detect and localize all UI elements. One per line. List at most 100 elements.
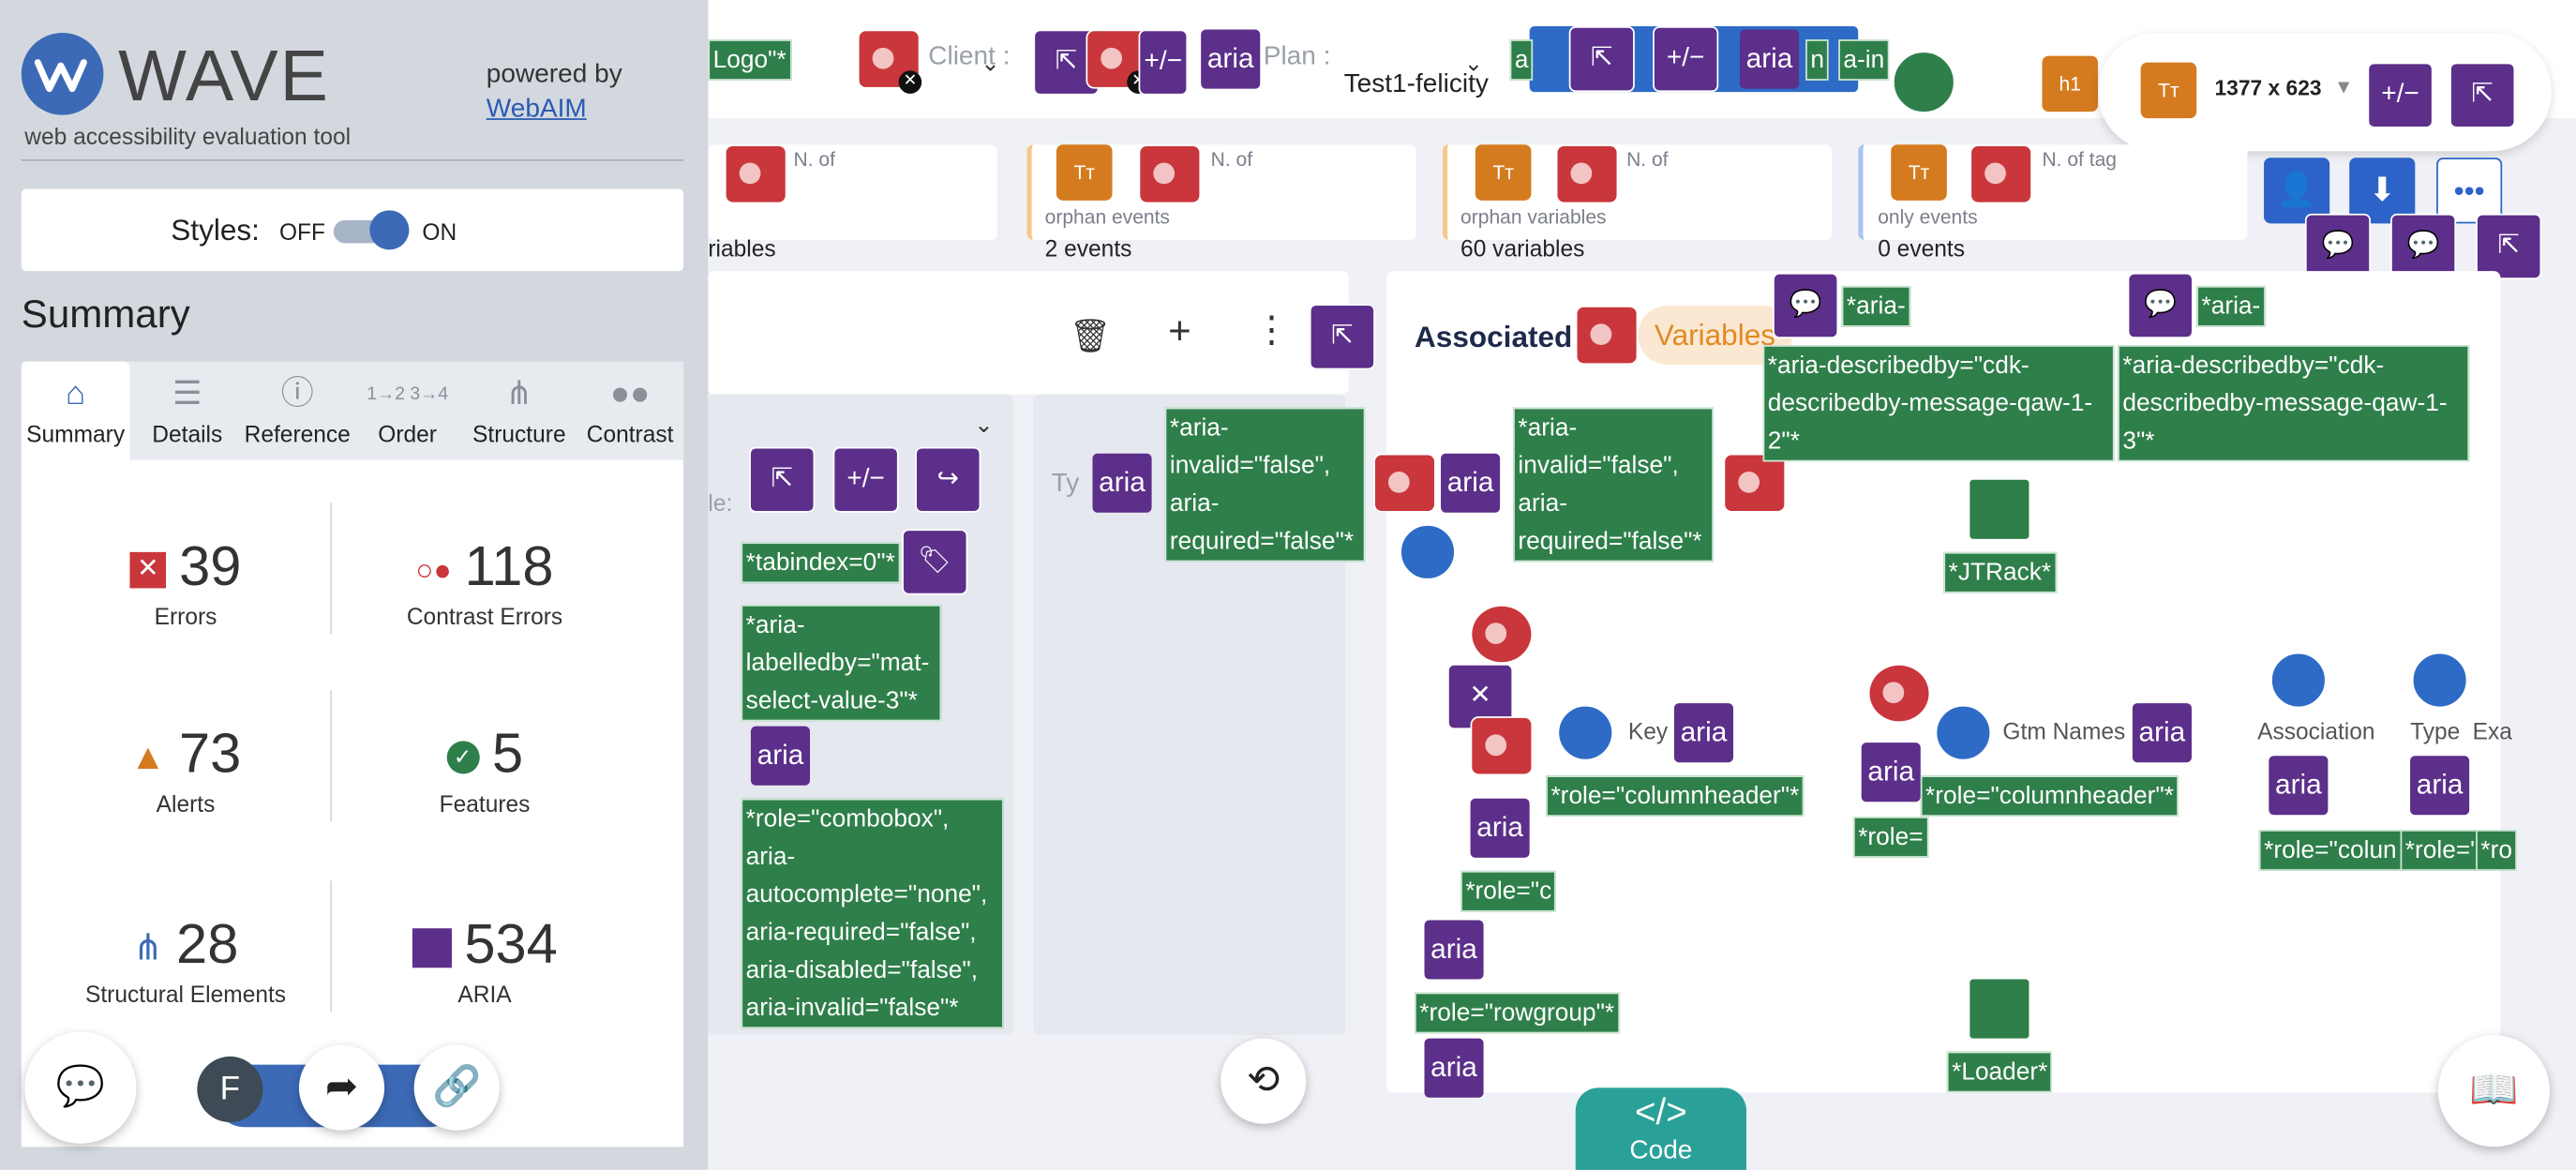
more-button[interactable]: ••• [2436,158,2503,224]
col-key: Key [1627,717,1669,744]
image-icon [1966,976,2032,1042]
aria-icon: aria [2132,703,2192,763]
code-button[interactable]: </> Code [1575,1088,1747,1170]
stat-value: 2 events [1044,234,1132,262]
book-button[interactable]: 📖 [2437,1035,2551,1148]
client-chevron-icon[interactable]: ⌄ [981,49,1000,76]
tab-label: Contrast [586,420,674,447]
plan-value[interactable]: Test1-felicity [1343,70,1489,99]
contrast-icon: ●● [609,376,651,412]
type-label: Ty [1051,470,1080,499]
list-icon: ☰ [172,376,202,412]
add-icon[interactable]: + [1168,308,1191,353]
h1-icon: h1 [2042,55,2099,112]
add-user-button[interactable]: 👤 [2264,158,2330,224]
plan-label: Plan : [1263,42,1331,71]
kebab-icon[interactable]: ⋮ [1253,308,1290,351]
stat-top: N. of tag [2042,147,2117,172]
tab-order[interactable]: 1→2 3→4 Order [353,362,462,460]
aria-icon: aria [1740,29,1800,89]
aria-icon: aria [1424,1038,1484,1098]
styles-toggle-box: Styles: OFF ON [21,188,684,272]
chevron-down-icon[interactable]: ⌄ [974,411,994,438]
viewport-chevron-icon[interactable]: ▾ [2337,72,2350,99]
combobox-tag: *role="combobox", aria-autocomplete="non… [741,798,1004,1029]
stat-alerts[interactable]: ▲73 Alerts [37,723,333,817]
tag-error-icon [1723,453,1787,513]
stat-value: riables [708,234,776,262]
stat-contrast-errors[interactable]: ○●118 Contrast Errors [337,535,632,629]
associated-title: Associated [1414,320,1573,353]
client-label: Client : [928,42,1011,71]
tag-error-icon [1470,716,1534,776]
col-type: Type [2410,717,2461,744]
text-size-icon: Tт [2140,62,2197,119]
expand-icon: +/− [1653,26,1719,93]
tab-contrast[interactable]: ●● Contrast [577,362,683,460]
tab-summary[interactable]: ⌂ Summary [21,361,130,460]
avatar[interactable]: F [197,1056,263,1123]
tab-label: Reference [244,420,351,447]
tag-error-icon [1373,453,1436,513]
stat-value: 534 [464,913,558,977]
stat-value: 73 [178,723,242,786]
comment-icon: 💬 [2304,213,2372,279]
styles-on-label: ON [422,218,457,246]
stat-features[interactable]: ✓5 Features [337,723,632,817]
left-panel [708,271,1349,395]
header-tag-n: n [1805,39,1830,81]
table-error-icon [1470,604,1534,665]
reload-icon[interactable]: ⟲ [1221,1038,1307,1124]
link-icon: ⇱ [1309,304,1375,370]
summary-heading: Summary [21,292,190,338]
tab-reference[interactable]: ⓘ Reference [242,362,353,460]
stat-value: 5 [491,723,524,786]
stat-value: 118 [464,535,554,598]
table-icon [1933,703,1993,763]
delete-icon[interactable]: 🗑 [1069,319,1112,355]
plan-chevron-icon[interactable]: ⌄ [1463,49,1484,76]
describedby-tag: *aria-describedby="cdk-describedby-messa… [1762,345,2115,462]
divider [21,159,684,161]
table-error-icon [1867,664,1931,724]
stat-errors[interactable]: ✕39 Errors [37,535,333,629]
tab-structure[interactable]: ⋔ Structure [461,362,577,460]
redirect-icon: ↪ [915,446,981,513]
divider [330,690,333,822]
stat-top: N. of [1210,147,1253,172]
stat-label: Contrast Errors [406,603,563,630]
chat-button[interactable]: 💬 [24,1031,137,1144]
aria-icon: aria [2269,756,2329,816]
tab-label: Summary [26,420,126,447]
share-button[interactable]: ➦ [298,1044,385,1131]
stat-aria[interactable]: 534 ARIA [337,913,632,1007]
stat-value: 39 [179,535,242,598]
download-button[interactable]: ⬇ [2349,158,2416,224]
stat-label: Errors [154,603,217,630]
aria-short-tag: *aria- [1841,285,1911,327]
heading-error-icon [1575,305,1639,366]
code-icon: </> [1635,1090,1687,1132]
table-icon [1398,522,1458,582]
variables-tab[interactable]: Variables [1638,305,1792,366]
tab-details[interactable]: ☰ Details [133,362,242,460]
webaim-link[interactable]: WebAIM [486,95,587,124]
page-canvas: Logo"* ✕ Client : ⌄ ⇱ ✕ +/− aria Plan : … [708,0,2576,1170]
styles-toggle-knob[interactable] [369,210,410,250]
stat-sub: orphan variables [1460,205,1607,229]
link-icon: ⇱ [1568,26,1635,93]
link-icon: ⇱ [749,446,816,513]
invalid-tag: *aria-invalid="false", aria-required="fa… [1513,407,1714,562]
wave-tagline: web accessibility evaluation tool [24,123,352,150]
table-icon [1555,703,1615,763]
text-size-icon: Tт [1891,144,1947,201]
stat-structural[interactable]: ⋔28 Structural Elements [37,913,333,1007]
wave-sidebar: WAVE web accessibility evaluation tool p… [0,0,709,1170]
link-button[interactable]: 🔗 [413,1044,500,1131]
viewport-size: 1377 x 623 [2214,75,2322,100]
error-x-icon: ✕ [898,70,922,94]
loader-tag: *Loader* [1946,1051,2053,1093]
invalid-tag: *aria-invalid="false", aria-required="fa… [1164,407,1366,562]
globe-icon [1891,49,1957,115]
text-size-icon: Tт [1475,144,1532,201]
